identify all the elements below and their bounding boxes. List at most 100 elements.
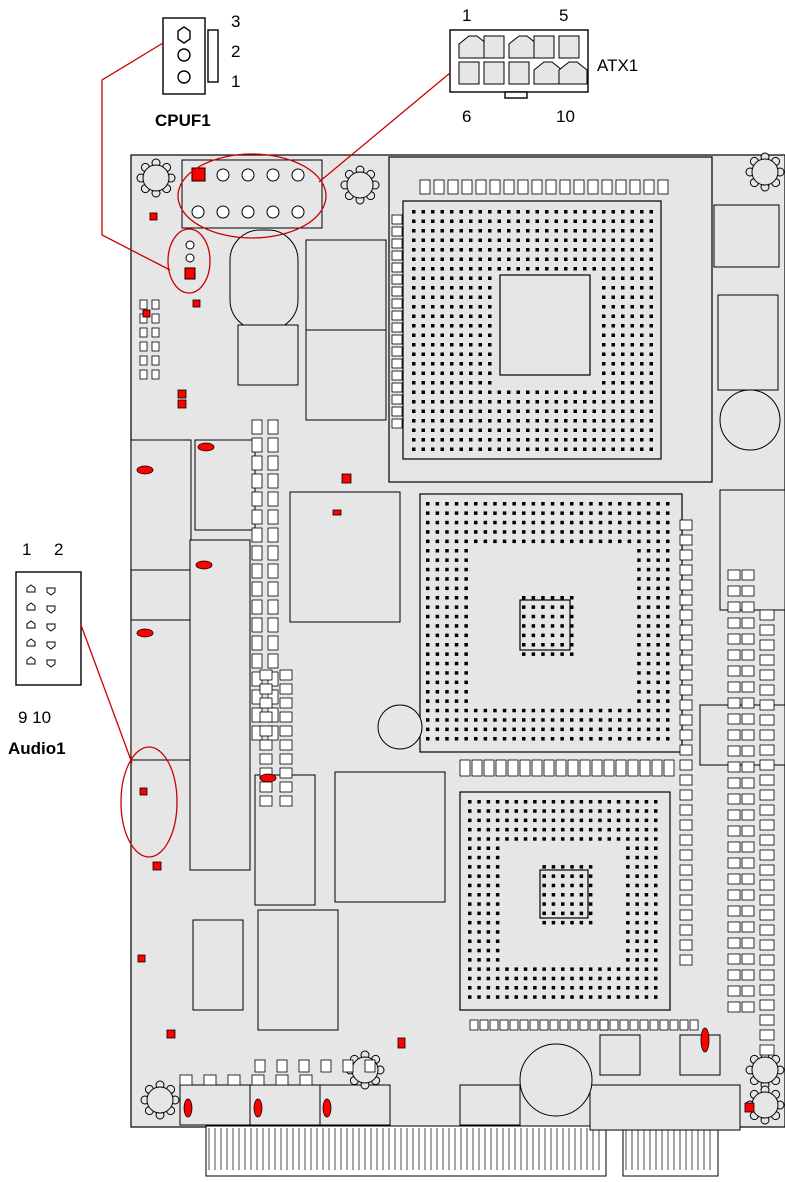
cpu-pin [469, 333, 473, 337]
cpu-pin [431, 257, 435, 261]
cpu-pin [545, 428, 549, 432]
edge-fingers [208, 1128, 711, 1170]
northbridge-ball [618, 727, 622, 732]
cpu-pin [450, 238, 454, 242]
southbridge-ball [579, 893, 584, 897]
atx1-pin-1-label: 1 [462, 6, 472, 25]
cpu-pin [459, 238, 463, 242]
southbridge-ball [570, 800, 574, 804]
northbridge-ball [502, 520, 507, 525]
cpu-pin [440, 352, 444, 356]
northbridge-ball [445, 699, 449, 703]
southbridge-ball [635, 837, 639, 841]
cpu-pin [488, 409, 492, 413]
northbridge-ball [579, 539, 584, 544]
mounting-hole [751, 158, 779, 186]
cpu-pin [621, 438, 625, 442]
cpu-pin [554, 219, 558, 223]
northbridge-ball [435, 614, 440, 619]
northbridge-ball [464, 520, 468, 525]
northbridge-ball [445, 633, 449, 638]
northbridge-ball [541, 643, 545, 647]
northbridge-ball [598, 539, 603, 544]
cpu-pin [450, 248, 454, 252]
cpu-pin [478, 314, 482, 318]
northbridge-ball [541, 605, 545, 609]
smd-part [651, 759, 663, 777]
cpu-pin [602, 295, 606, 299]
northbridge-ball [493, 511, 497, 515]
smd-part [259, 739, 273, 751]
smd-part [267, 581, 279, 597]
cpu-pin [583, 447, 587, 451]
cpu-pin [649, 276, 653, 280]
cpu-pin [564, 248, 568, 252]
cpu-pin [630, 409, 634, 413]
cpu-pin [440, 447, 444, 451]
cpu-pin [450, 210, 454, 214]
northbridge-ball [474, 539, 478, 544]
southbridge-ball [626, 827, 630, 832]
smd-part [543, 759, 555, 777]
smd-part [741, 761, 755, 773]
smd-part [759, 1029, 775, 1041]
southbridge-ball [607, 967, 611, 971]
smd-part [251, 419, 263, 435]
southbridge-ball [477, 809, 481, 813]
cpu-pin [602, 248, 606, 252]
smd-part [759, 789, 775, 801]
smd-part [267, 689, 279, 705]
cpu-pin [592, 419, 596, 423]
cpu-pin [535, 219, 539, 223]
cpu-pin [488, 229, 492, 233]
smd-part [267, 473, 279, 489]
onboard-audio-header [139, 787, 148, 796]
southbridge-ball [616, 986, 621, 990]
cpu-pin [488, 324, 492, 328]
cpu-pin [602, 409, 606, 413]
southbridge-ball [635, 883, 639, 888]
cpu-pin [459, 428, 463, 432]
smd-part [529, 1019, 539, 1031]
cpu-pin [545, 409, 549, 413]
cpu-pin [630, 305, 634, 309]
atx1-connector [449, 29, 589, 99]
northbridge-ball [541, 624, 545, 628]
smd-part [759, 984, 775, 996]
cpu-pin [497, 229, 501, 233]
northbridge-ball [646, 708, 651, 713]
cpu-pin [450, 295, 454, 299]
audio-pin [26, 620, 36, 629]
northbridge-ball [637, 539, 641, 544]
smd-part [251, 455, 263, 471]
southbridge-ball [588, 818, 593, 823]
smd-part [509, 1019, 519, 1031]
cpu-pin [630, 419, 634, 423]
southbridge-ball [468, 948, 472, 953]
cpu-pin [431, 371, 435, 375]
cpu-pin [630, 238, 634, 242]
northbridge-ball [637, 737, 641, 741]
cpu-pin [469, 210, 473, 214]
cpu-pin [611, 438, 615, 442]
cpu-pin [611, 295, 615, 299]
northbridge-ball [656, 614, 660, 619]
southbridge-ball [495, 920, 500, 925]
northbridge-ball [435, 577, 440, 581]
smd-part [279, 753, 293, 765]
cpu-pin [459, 390, 463, 394]
cpu-pin [440, 314, 444, 318]
southbridge-ball [635, 939, 639, 943]
smd-part [727, 793, 741, 805]
cpu-pin [431, 210, 435, 214]
northbridge-ball-grid [426, 502, 670, 741]
southbridge-ball [477, 827, 481, 832]
northbridge-ball [618, 511, 622, 515]
northbridge-ball [512, 502, 516, 506]
cpu-pin [459, 343, 463, 347]
cpu-pin [630, 276, 634, 280]
northbridge-ball [454, 708, 459, 713]
cpu-pin [526, 219, 530, 223]
northbridge-ball [464, 558, 468, 562]
northbridge-ball [560, 708, 564, 713]
